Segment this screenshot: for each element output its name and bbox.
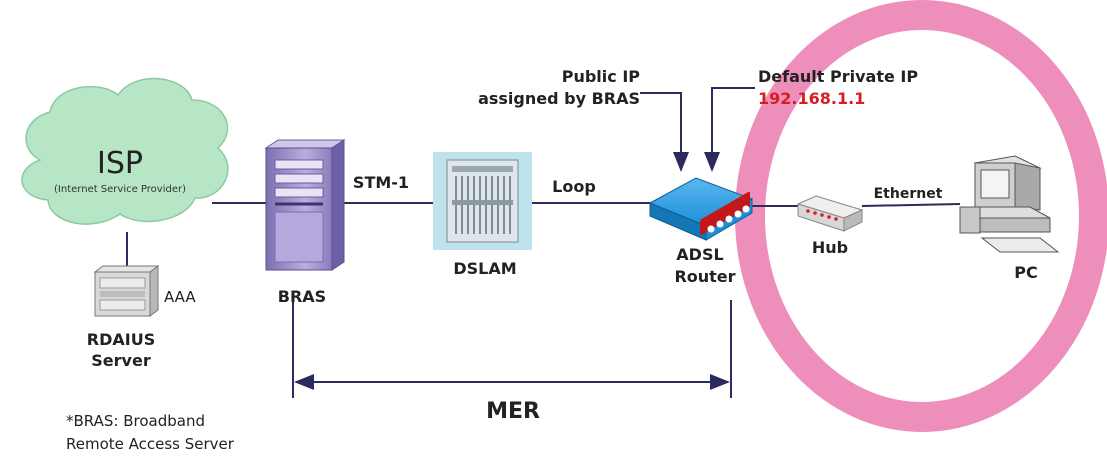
router-label-line2: Router	[674, 267, 735, 286]
public-ip-arrow	[640, 92, 689, 172]
isp-title: ISP	[97, 146, 143, 181]
bras-server-icon	[264, 139, 346, 271]
loop-label: Loop	[552, 177, 596, 196]
mer-label: MER	[486, 399, 540, 424]
radius-server-icon	[93, 265, 160, 317]
ethernet-label: Ethernet	[874, 186, 943, 202]
router-label-line1: ADSL	[676, 245, 723, 264]
radius-label-line2: Server	[91, 351, 151, 370]
aaa-label: AAA	[164, 288, 196, 306]
pc-label: PC	[1014, 263, 1037, 282]
private-ip-arrow	[704, 87, 755, 172]
private-ip-address: 192.168.1.1	[758, 89, 865, 108]
public-ip-line1: Public IP	[562, 67, 641, 86]
footnote-line1: *BRAS: Broadband	[66, 412, 205, 430]
footnote-line2: Remote Access Server	[66, 435, 235, 453]
isp-subtitle: (Internet Service Provider)	[54, 184, 186, 195]
hub-icon	[796, 195, 864, 232]
dslam-icon	[433, 152, 532, 250]
private-ip-line1: Default Private IP	[758, 67, 918, 86]
public-ip-line2: assigned by BRAS	[478, 89, 640, 108]
hub-label: Hub	[812, 238, 848, 257]
dslam-label: DSLAM	[453, 259, 516, 278]
pc-icon	[959, 155, 1060, 253]
bras-label: BRAS	[278, 287, 326, 306]
stm1-label: STM-1	[353, 173, 409, 192]
adsl-router-icon	[648, 177, 754, 241]
radius-label-line1: RDAIUS	[87, 330, 155, 349]
isp-cloud: ISP (Internet Service Provider)	[21, 77, 229, 225]
ethernet-link	[861, 203, 961, 207]
lan-ring	[735, 0, 1107, 432]
